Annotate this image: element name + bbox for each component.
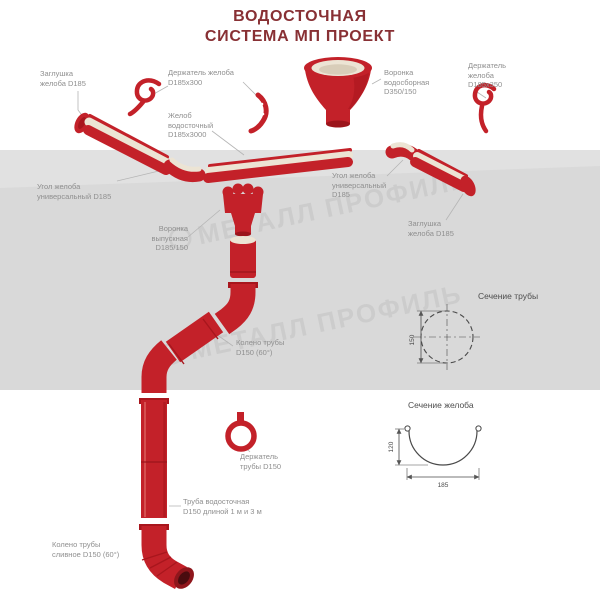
page-title: ВОДОСТОЧНАЯ СИСТЕМА МП ПРОЕКТ	[204, 8, 396, 46]
gutter-cross-section: 185 120	[388, 425, 482, 489]
gutter-height-dim: 120	[388, 441, 395, 452]
gutter-width-dim: 185	[438, 482, 449, 489]
gutter-corner-right	[385, 142, 421, 162]
pipe-elbow-upper	[214, 282, 258, 335]
label-gutter-end-cap-left: Заглушка желоба D185	[40, 69, 86, 88]
gutter-holder-left	[127, 78, 162, 117]
gutter-run-left	[83, 114, 172, 175]
label-gutter: Желоб водосточный D185х3000	[168, 111, 214, 140]
label-pipe-elbow: Колено трубы D150 (60°)	[236, 338, 285, 357]
wall-band	[0, 150, 600, 390]
label-gutter-holder-350: Держатель желоба D185х350	[468, 61, 507, 90]
downpipe	[139, 398, 169, 518]
pipe-elbow-lower	[141, 340, 178, 393]
label-collector-funnel: Воронка водосборная D350/150	[384, 68, 430, 97]
pipe-diagonal	[165, 311, 224, 365]
drain-elbow	[139, 524, 194, 589]
label-gutter-corner-left: Угол желоба универсальный D185	[37, 182, 112, 201]
pipe-diameter-dim: 150	[409, 334, 416, 345]
pipe-holder	[225, 412, 257, 452]
gutter-run-right	[410, 149, 476, 197]
gutter-holder-strap	[248, 92, 269, 134]
label-gutter-corner-right: Угол желоба универсальный D185	[332, 171, 387, 200]
gutter-corner-left	[163, 157, 206, 183]
watermark-logo-icon	[169, 227, 192, 250]
label-downpipe: Труба водосточная D150 длиной 1 м и 3 м	[183, 497, 262, 516]
label-gutter-holder-300: Держатель желоба D185х300	[168, 68, 234, 87]
gutter-run-middle	[203, 148, 353, 183]
pipe-cross-section: 150	[409, 304, 480, 370]
collector-funnel	[304, 57, 372, 128]
label-pipe-section-title: Сечение трубы	[478, 291, 539, 301]
label-drain-elbow: Колено трубы сливное D150 (60°)	[52, 540, 120, 559]
label-pipe-holder: Держатель трубы D150	[240, 452, 282, 471]
label-outlet-funnel: Воронка выпускная D185/150	[151, 224, 188, 253]
outlet-funnel	[222, 183, 264, 237]
label-gutter-section-title: Сечение желоба	[408, 400, 474, 410]
gutter-holder-right	[472, 82, 497, 134]
pipe-short	[230, 236, 256, 278]
label-gutter-end-cap-right: Заглушка желоба D185	[408, 219, 454, 238]
